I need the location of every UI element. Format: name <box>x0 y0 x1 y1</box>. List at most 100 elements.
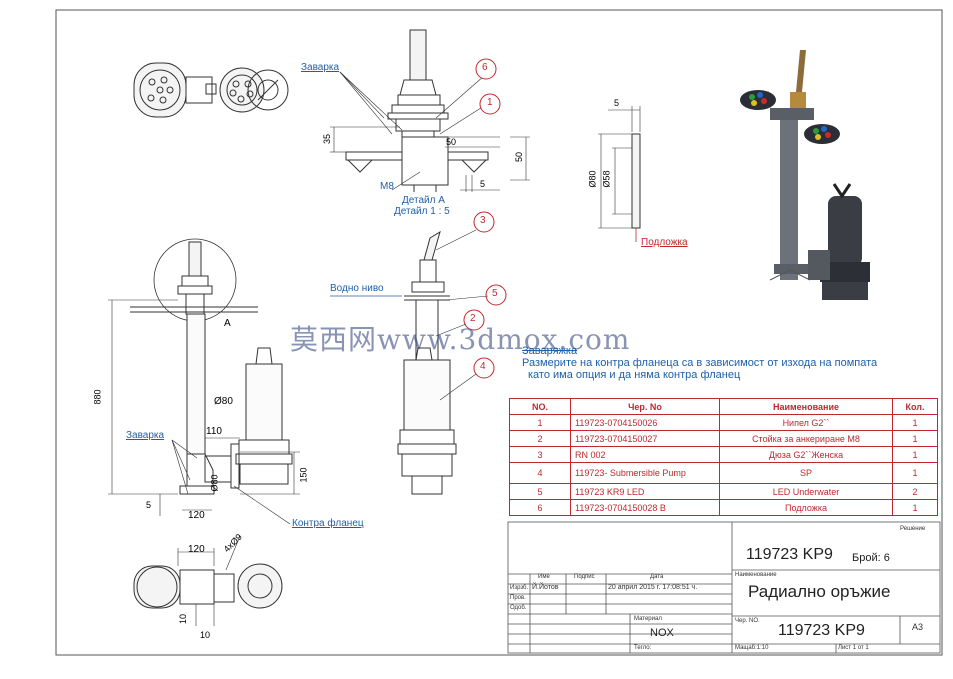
bom-cell-no: 3 <box>509 446 571 463</box>
table-row: 1 119723-0704150026 Нипел G2`` 1 <box>509 414 938 431</box>
bom-header-name: Наименование <box>719 398 893 415</box>
bom-cell-code: 119723-0704150026 <box>570 414 720 431</box>
tb-drawing-no-label: Чер. NO. <box>735 618 760 624</box>
bom-cell-name: Дюза G2``Женска <box>719 446 893 463</box>
tb-number-top: 119723 KP9 <box>746 546 833 563</box>
bom-cell-no: 5 <box>509 483 571 500</box>
detail-a-view <box>330 29 530 192</box>
bom-cell-code: 119723- Submersible Pump <box>570 462 720 484</box>
bottom-plan-view <box>133 535 283 626</box>
bom-header-qty: Кол. <box>892 398 938 415</box>
plate-d80: Ø80 <box>587 170 598 188</box>
dim-50-side: 50 <box>514 151 525 163</box>
dim-10-b: 10 <box>200 630 211 640</box>
section-a-marker: A <box>224 318 231 329</box>
detail-a-label: Детайл А <box>402 195 445 206</box>
tb-name-label: Наименование <box>735 572 777 578</box>
bom-cell-qty: 1 <box>892 446 938 463</box>
table-row: 2 119723-0704150027 Стойка за анкериране… <box>509 430 938 447</box>
flange-note: Заваряжка Размерите на контра фланеца са… <box>522 345 877 381</box>
dim-880: 880 <box>92 389 103 405</box>
dim-50-top: 50 <box>446 137 457 147</box>
note-strike: Заваряжка <box>522 345 578 357</box>
tb-material: NOX <box>650 627 674 639</box>
balloon-2-label: 2 <box>470 313 476 324</box>
bom-cell-no: 6 <box>509 499 571 516</box>
table-row: 3 RN 002 Дюза G2``Женска 1 <box>509 446 938 463</box>
dim-5-b: 5 <box>146 500 152 510</box>
bom-cell-no: 2 <box>509 430 571 447</box>
balloon-4-label: 4 <box>480 361 486 372</box>
bom-header-code: Чер. No <box>570 398 720 415</box>
dim-5-top: 5 <box>480 179 486 189</box>
bom-cell-qty: 2 <box>892 483 938 500</box>
tb-name: Радиално оръжие <box>748 582 891 601</box>
balloon-5-label: 5 <box>492 288 498 299</box>
tb-sheet-size: A3 <box>912 622 924 632</box>
tb-date: 20 април 2015 г. 17:08:51 ч. <box>608 584 698 591</box>
bom-cell-code: 119723-0704150027 <box>570 430 720 447</box>
plate-label: Подложка <box>641 237 688 248</box>
balloon-6-label: 6 <box>482 62 488 73</box>
weld-label-left: Заварка <box>126 430 165 441</box>
sheet-border <box>55 9 943 656</box>
front-elevation <box>108 238 300 525</box>
dim-120-b: 120 <box>188 544 205 555</box>
tb-material-label: Материал <box>634 616 662 622</box>
dim-35: 35 <box>322 133 333 145</box>
dim-150: 150 <box>298 467 309 483</box>
tb-row-drawn: Изрзб. <box>510 585 529 591</box>
bom-header-no: NO. <box>509 398 571 415</box>
bom-cell-code: 119723 KR9 LED <box>570 483 720 500</box>
bom-cell-name: Стойка за анкериране М8 <box>719 430 893 447</box>
balloon-1-label: 1 <box>487 97 493 108</box>
tb-col-name: Име <box>538 574 550 580</box>
top-plan-view <box>133 62 289 118</box>
note-line-1: Размерите на контра фланеца са в зависим… <box>522 357 878 369</box>
tb-drawing-no: 119723 KP9 <box>778 622 865 639</box>
table-row: 6 119723-0704150028 B Подложка 1 <box>509 499 938 516</box>
weld-label-top: Заварка <box>301 62 340 73</box>
tb-row-approved: Одоб. <box>510 605 527 611</box>
bom-cell-qty: 1 <box>892 499 938 516</box>
bom-cell-no: 1 <box>509 414 571 431</box>
watermark-text: 莫西网www.3dmox.com <box>290 323 631 356</box>
table-row: 5 119723 KR9 LED LED Underwater 2 <box>509 483 938 500</box>
dim-110: 110 <box>206 426 222 437</box>
tb-scale: Мащаб:1:10 <box>735 645 769 651</box>
m8-label: M8 <box>380 181 394 192</box>
bom-cell-name: Подложка <box>719 499 893 516</box>
dim-d80-b: Ø80 <box>209 474 220 492</box>
dim-120: 120 <box>188 510 205 521</box>
bom-cell-qty: 1 <box>892 430 938 447</box>
bom-cell-qty: 1 <box>892 462 938 484</box>
tb-applied-label: Решение <box>900 526 926 532</box>
bom-table: NO. Чер. No Наименование Кол. 1 119723-0… <box>509 398 938 516</box>
tb-col-sign: Подпис <box>574 574 595 580</box>
balloon-3-label: 3 <box>480 215 486 226</box>
bom-cell-code: RN 002 <box>570 446 720 463</box>
bom-cell-name: SP <box>719 462 893 484</box>
tb-row-checked: Пров. <box>510 595 526 601</box>
tb-sheet: Лист 1 от 1 <box>838 645 869 651</box>
counter-flange-label: Контра фланец <box>292 518 364 529</box>
isometric-render <box>740 50 870 300</box>
plate-dim-5: 5 <box>614 98 620 108</box>
tb-weight: Тегло: <box>634 645 652 651</box>
side-elevation <box>330 229 489 495</box>
detail-scale-label: Детайл 1 : 5 <box>394 206 450 217</box>
bom-header-row: NO. Чер. No Наименование Кол. <box>509 398 938 415</box>
title-block-grid <box>507 521 941 654</box>
water-level-label: Водно ниво <box>330 283 384 294</box>
balloons <box>463 58 507 379</box>
bom-cell-qty: 1 <box>892 414 938 431</box>
note-line-2: като има опция и да няма контра фланец <box>528 369 741 381</box>
table-row: 4 119723- Submersible Pump SP 1 <box>509 462 938 484</box>
dim-10: 10 <box>178 613 189 625</box>
dim-d80: Ø80 <box>214 396 233 407</box>
plate-d58: Ø58 <box>601 170 612 188</box>
bom-cell-name: LED Underwater <box>719 483 893 500</box>
tb-col-date: Дата <box>650 574 664 580</box>
